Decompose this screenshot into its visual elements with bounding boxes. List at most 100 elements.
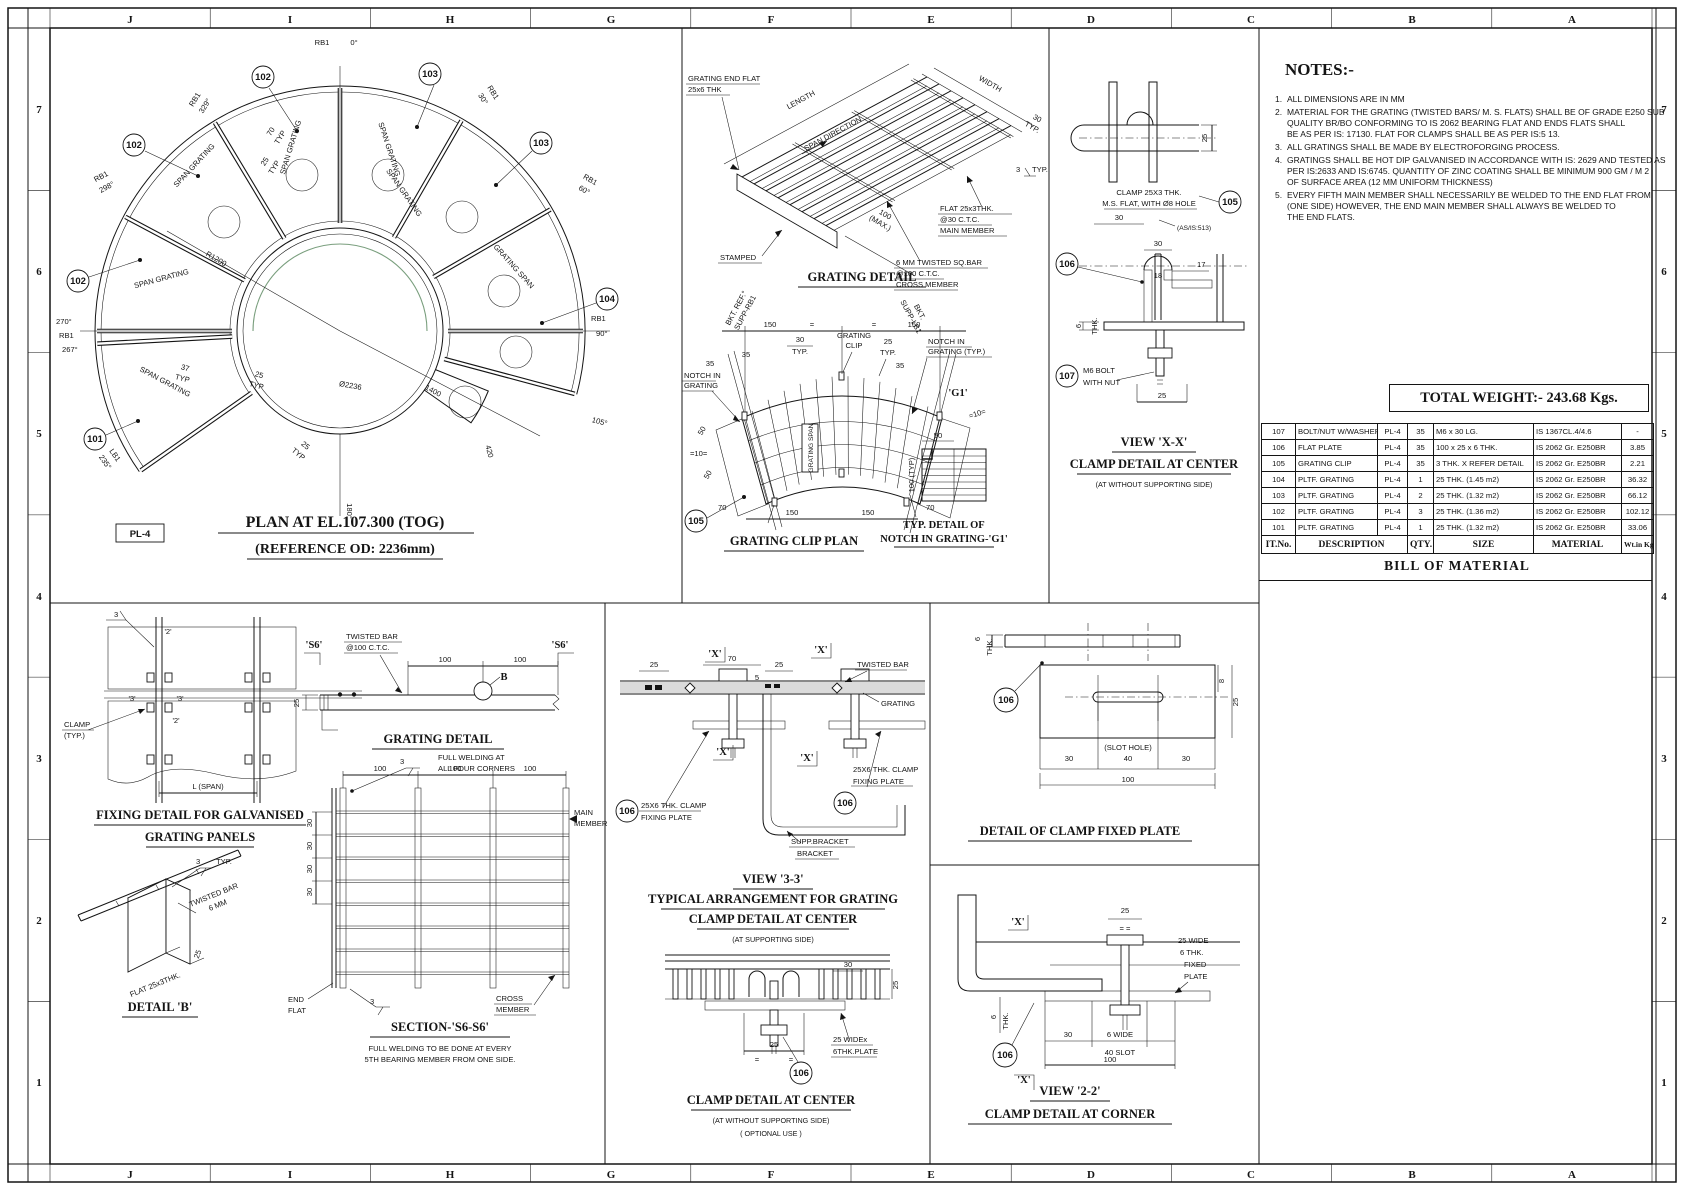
svg-text:(AT WITHOUT SUPPORTING SIDE): (AT WITHOUT SUPPORTING SIDE) (1096, 480, 1213, 489)
dim-label: =10= (968, 406, 988, 420)
note-line: THE END FLATS. (1287, 212, 1355, 222)
plan-view-panel: 101 102 102 102 103 103 104 RB1 0° RB1 3… (56, 38, 619, 560)
angle-label: 30° (476, 92, 490, 107)
cell-size: 25 THK. (1.32 m2) (1433, 487, 1534, 504)
balloon-103: 103 (533, 138, 549, 149)
cell-desc: GRATING CLIP (1295, 455, 1378, 472)
callout: TWISTED BAR (857, 660, 909, 669)
dim-label: 70 (728, 654, 736, 663)
weld-note: TYP. (1032, 165, 1048, 174)
svg-text:(AT SUPPORTING SIDE): (AT SUPPORTING SIDE) (732, 935, 813, 944)
clamp-front-view: 25 (1070, 81, 1217, 183)
angle-label: 105° (591, 415, 609, 428)
plan-span-labels: SPAN GRATING SPAN GRATING SPAN GRATING S… (133, 119, 536, 399)
callout: @100 C.T.C. (896, 269, 940, 278)
note-item: 4. GRATINGS SHALL BE HOT DIP GALVANISED I… (1259, 155, 1666, 188)
cell-itno: 102 (1261, 503, 1296, 520)
weld-note: TYP. (216, 857, 232, 866)
fixing-detail-panel: 3 '2' '3' '3' '2' CLAMP (TYP.) L (SPAN) … (62, 610, 608, 1064)
dim-label: 8 (1217, 679, 1226, 683)
angle-label: 267° (62, 345, 78, 354)
dim-label: 35 (706, 359, 714, 368)
note-item: 3. ALL GRATINGS SHALL BE MADE BY ELECTROF… (1259, 142, 1652, 153)
note-line: OF SURFACE AREA (12 MM UNIFORM THICKNESS… (1287, 177, 1493, 187)
svg-text:GRATING DETAIL: GRATING DETAIL (808, 270, 917, 284)
dim-label: 150 (764, 320, 777, 329)
iso-grating-drawing (736, 73, 1023, 249)
plan-subtitle: (REFERENCE OD: 2236mm) (255, 542, 435, 557)
svg-text:CLAMP 25X3 THK.: CLAMP 25X3 THK. (1116, 188, 1181, 197)
cell-size: M6 x 30 LG. (1433, 423, 1534, 440)
svg-text:C: C (1247, 1169, 1255, 1181)
angle-label: RB1 (315, 38, 330, 47)
dim-label: = (872, 320, 877, 329)
dim-label: 100 (374, 764, 387, 773)
dim-label: 30 (1031, 112, 1043, 124)
svg-text:G: G (607, 1169, 616, 1181)
weld-size: 3 (196, 857, 200, 866)
svg-text:VIEW '3-3': VIEW '3-3' (742, 872, 803, 886)
dim-label: =10= (690, 449, 708, 458)
section-mark: '3' (176, 694, 184, 703)
section-mark: 'X' (716, 747, 730, 758)
cell-ref: PL-4 (1377, 423, 1408, 440)
dim-label: Ø2236 (338, 379, 362, 392)
note-line: ALL GRATINGS SHALL BE MADE BY ELECTROFOR… (1287, 142, 1560, 152)
svg-text:A: A (1568, 1169, 1576, 1181)
dim-label: 70 (265, 126, 277, 138)
note-number: 3. (1275, 142, 1283, 152)
svg-text:GRATING DETAIL: GRATING DETAIL (384, 732, 493, 746)
svg-text:J: J (127, 14, 133, 26)
dim-label: 150 (862, 508, 875, 517)
dim-label: 30 (305, 819, 314, 827)
cell-weight: 102.12 (1621, 503, 1654, 520)
note-number: 4. (1275, 155, 1283, 165)
cell-material: IS 1367CL.4/4.6 (1533, 423, 1622, 440)
dim-label: 70 (926, 503, 934, 512)
cell-material: IS 2062 Gr. E250BR (1533, 439, 1622, 456)
dim-label: 100 (439, 655, 452, 664)
callout: FLAT (288, 1006, 306, 1015)
callout: MEMBER (574, 819, 608, 828)
callout: SUPP.BRACKET (791, 837, 849, 846)
divider-line (1259, 580, 1652, 581)
svg-text:5: 5 (36, 428, 42, 440)
angle-label: RB1 (59, 331, 74, 340)
cell-weight: 66.12 (1621, 487, 1654, 504)
svg-text:J: J (127, 1169, 133, 1181)
svg-text:G: G (607, 14, 616, 26)
cell-material: IS 2062 Gr. E250BR (1533, 519, 1622, 536)
grating-detail-s6: 'S6' 'S6' TWISTED BAR @100 C.T.C. 100 10… (292, 632, 574, 750)
callout: 6THK.PLATE (833, 1047, 878, 1056)
note-number: 1. (1275, 94, 1283, 104)
section-mark: 'S6' (306, 640, 323, 651)
callout: FLAT 25x3THK. (128, 970, 181, 998)
clip-plan-drawing (715, 350, 971, 534)
dim-label: 420 (483, 444, 495, 459)
svg-text:F: F (768, 14, 775, 26)
dim-label: 25 (1158, 391, 1166, 400)
clip-symbols (741, 371, 943, 507)
note-line: GRATINGS SHALL BE HOT DIP GALVANISED IN … (1287, 155, 1666, 165)
callout: (TYP.) (64, 731, 85, 740)
svg-text:7: 7 (36, 104, 42, 116)
svg-text:E: E (927, 14, 934, 26)
svg-text:2: 2 (1661, 915, 1667, 927)
cell-itno: 101 (1261, 519, 1296, 536)
plate-plan-view: 8 25 (SLOT HOLE) 30 40 30 100 (1039, 664, 1240, 789)
dim-label: 25 (884, 337, 892, 346)
callout: END (288, 995, 305, 1004)
notes-title: NOTES:- (1285, 60, 1354, 79)
callout: CROSS MEMBER (896, 280, 959, 289)
ref-label: 'G1' (948, 388, 967, 399)
dim-label: 18 (1154, 271, 1162, 280)
svg-text:VIEW '2-2': VIEW '2-2' (1039, 1084, 1100, 1098)
note-number: 2. (1275, 107, 1283, 117)
dim-label: TYP. (880, 348, 896, 357)
